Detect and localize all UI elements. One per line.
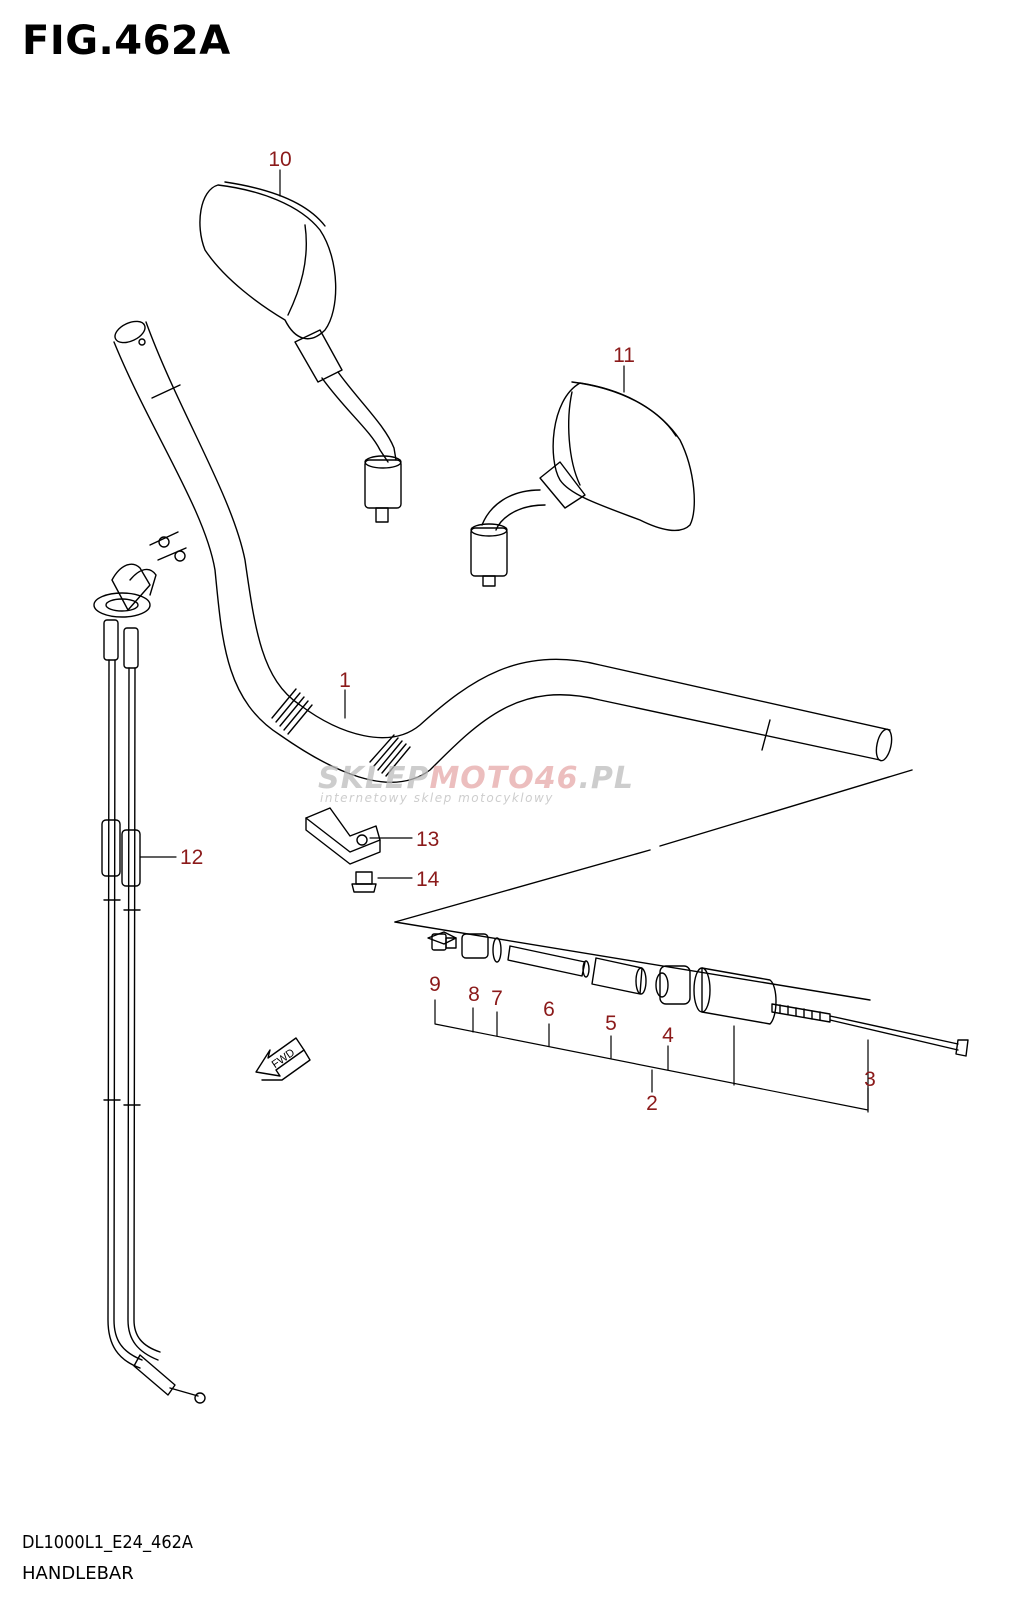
watermark: SKLEPMOTO46.PL internetowy sklep motocyk… <box>318 761 634 805</box>
callout-1: 1 <box>339 669 351 692</box>
section-name: HANDLEBAR <box>22 1563 134 1584</box>
mirror-left-part[interactable] <box>199 181 402 523</box>
callout-7: 7 <box>491 987 503 1010</box>
callout-10: 10 <box>268 148 291 171</box>
wm-part1: SKLEP <box>318 761 429 796</box>
part-6[interactable] <box>507 945 590 978</box>
callout-14: 14 <box>416 868 440 891</box>
part-4[interactable] <box>655 965 691 1005</box>
part-2[interactable] <box>693 967 777 1025</box>
wm-part3: 46 <box>534 761 579 796</box>
wm-tagline: internetowy sklep motocyklowy <box>320 791 554 805</box>
part-7[interactable] <box>492 937 502 963</box>
throttle-cable-part[interactable] <box>93 531 206 1404</box>
callout-3: 3 <box>864 1068 876 1091</box>
handlebar-part[interactable] <box>112 317 894 784</box>
callout-4: 4 <box>662 1024 674 1047</box>
part-3[interactable] <box>771 1003 969 1057</box>
clamp-part[interactable] <box>305 807 381 865</box>
callout-13: 13 <box>416 828 439 851</box>
model-code: DL1000L1_E24_462A <box>22 1532 194 1553</box>
leader-lines <box>139 169 869 1113</box>
mirror-right-part[interactable] <box>470 381 695 587</box>
callout-8: 8 <box>468 983 480 1006</box>
callout-9: 9 <box>429 973 441 996</box>
callout-11: 11 <box>613 344 635 367</box>
wm-part2: MOTO <box>429 761 534 796</box>
wm-part4: .PL <box>579 761 635 796</box>
callout-12: 12 <box>180 846 203 869</box>
callout-labels: 1 2 3 4 5 6 7 8 9 10 11 12 13 14 <box>180 148 876 1115</box>
svg-text:SKLEPMOTO46.PL: SKLEPMOTO46.PL <box>318 761 634 796</box>
figure-title: FIG.462A <box>22 18 231 64</box>
fwd-arrow-icon <box>255 1037 311 1081</box>
part-5[interactable] <box>591 957 647 995</box>
callout-6: 6 <box>543 998 555 1021</box>
callout-2: 2 <box>646 1092 658 1115</box>
part-9[interactable] <box>427 931 457 951</box>
part-8[interactable] <box>461 933 489 959</box>
bolt-part[interactable] <box>351 871 377 893</box>
callout-5: 5 <box>605 1012 617 1035</box>
bar-end-assembly <box>394 769 969 1057</box>
